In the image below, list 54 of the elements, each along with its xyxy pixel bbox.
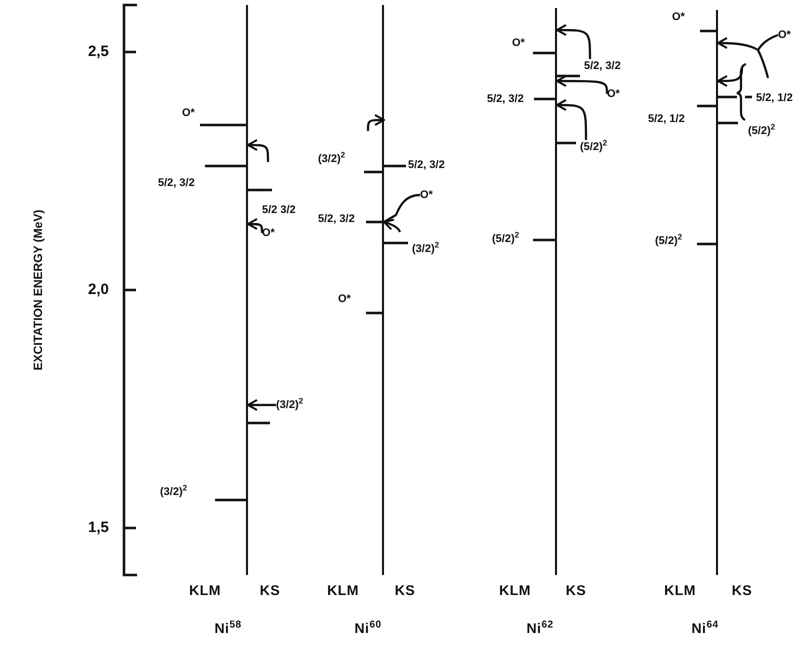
arrow bbox=[247, 218, 264, 233]
axis-title: EXCITATION ENERGY (MeV) bbox=[31, 210, 45, 370]
level-label: (3/2)$^{2}$ bbox=[276, 398, 304, 412]
arrow bbox=[556, 99, 588, 140]
level-label: O* bbox=[512, 36, 525, 50]
level-label: 5/2, 3/2 bbox=[318, 212, 355, 226]
level-label: (3/2)$^{2}$ bbox=[160, 485, 188, 499]
arrow bbox=[247, 399, 276, 411]
model-label: KLM bbox=[189, 582, 221, 598]
level-label: (5/2)$^{2}$ bbox=[580, 140, 608, 154]
tick-label: 2,0 bbox=[88, 281, 109, 298]
level-label: 5/2, 3/2 bbox=[408, 158, 445, 172]
level-label: (5/2)$^{2}$ bbox=[748, 124, 776, 138]
arrow bbox=[717, 34, 778, 80]
nucleus-label: Ni$^{58}$ bbox=[214, 620, 242, 636]
arrow bbox=[247, 139, 270, 162]
level-label: O* bbox=[182, 106, 195, 120]
level-scheme-line bbox=[716, 10, 718, 575]
tick-label: 2,5 bbox=[88, 43, 109, 60]
model-label: KLM bbox=[327, 582, 359, 598]
level-label: O* bbox=[778, 28, 791, 42]
level-label: 5/2, 1/2 bbox=[756, 91, 793, 105]
level-scheme-line bbox=[382, 5, 384, 575]
arrow bbox=[556, 75, 608, 94]
level-label: O* bbox=[338, 292, 351, 306]
model-label: KLM bbox=[499, 582, 531, 598]
nucleus-label: Ni$^{62}$ bbox=[526, 620, 554, 636]
arrow bbox=[556, 24, 592, 59]
level-label: 5/2, 1/2 bbox=[648, 112, 685, 126]
level-label: O* bbox=[607, 87, 620, 101]
level-label: (5/2)$^{2}$ bbox=[655, 234, 682, 248]
model-label: KS bbox=[732, 582, 752, 598]
level-label: 5/2 3/2 bbox=[262, 203, 296, 217]
model-label: KS bbox=[566, 582, 586, 598]
level-label: O* bbox=[672, 10, 685, 24]
tick-label: 1,5 bbox=[88, 519, 109, 536]
level-label: 5/2, 3/2 bbox=[487, 92, 524, 106]
model-label: KS bbox=[394, 582, 416, 598]
level-label: O* bbox=[420, 188, 433, 202]
level-label: 5/2, 3/2 bbox=[158, 176, 195, 190]
arrow bbox=[382, 194, 422, 234]
nucleus-label: Ni$^{60}$ bbox=[354, 620, 382, 636]
level-label: O* bbox=[262, 226, 275, 240]
model-label: KS bbox=[260, 582, 280, 598]
arrow bbox=[366, 114, 385, 131]
level-label: (3/2)$^{2}$ bbox=[412, 242, 440, 256]
nucleus-label: Ni$^{64}$ bbox=[691, 620, 719, 636]
level-label: (3/2)$^{2}$ bbox=[318, 152, 346, 166]
level-label: (5/2)$^{2}$ bbox=[492, 232, 520, 246]
level-scheme-line bbox=[555, 8, 557, 575]
model-label: KLM bbox=[664, 582, 696, 598]
level-label: 5/2, 3/2 bbox=[584, 59, 621, 73]
arrow bbox=[717, 68, 744, 87]
level-scheme-line bbox=[246, 5, 248, 575]
